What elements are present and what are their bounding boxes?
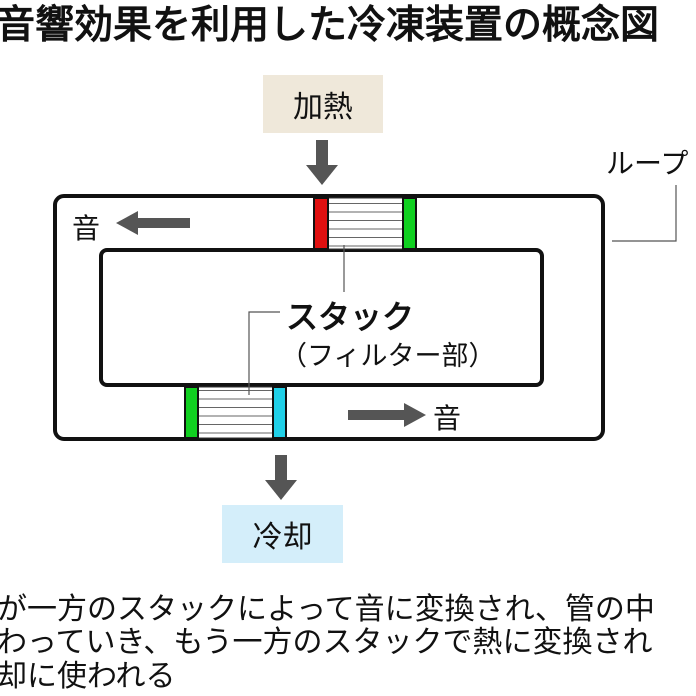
caption-line: 却に使われる — [0, 659, 176, 694]
caption-line: わっていき、もう一方のスタックで熱に変換され — [0, 625, 653, 660]
loop-tube-outer — [53, 194, 605, 441]
sound-arrow-left-icon — [116, 211, 190, 235]
sound-arrow-right-icon — [348, 403, 426, 427]
caption-line: が一方のスタックによって音に変換され、管の中 — [0, 592, 655, 627]
stack-bottom — [184, 386, 287, 439]
stack-sublabel: （フィルター部） — [280, 341, 496, 372]
sound-label-left: 音 — [72, 212, 101, 245]
leader-lines — [248, 185, 677, 395]
diagram-title: 音響効果を利用した冷凍装置の概念図 — [0, 3, 660, 48]
cool-arrow-icon — [265, 455, 297, 500]
stack-label: スタック — [286, 298, 415, 336]
cool-label: 冷却 — [222, 505, 343, 563]
heat-label: 加熱 — [263, 75, 383, 133]
sound-label-right: 音 — [433, 402, 462, 435]
stack-top — [313, 197, 417, 250]
loop-label: ループ — [606, 147, 689, 180]
heat-arrow-icon — [306, 140, 338, 185]
